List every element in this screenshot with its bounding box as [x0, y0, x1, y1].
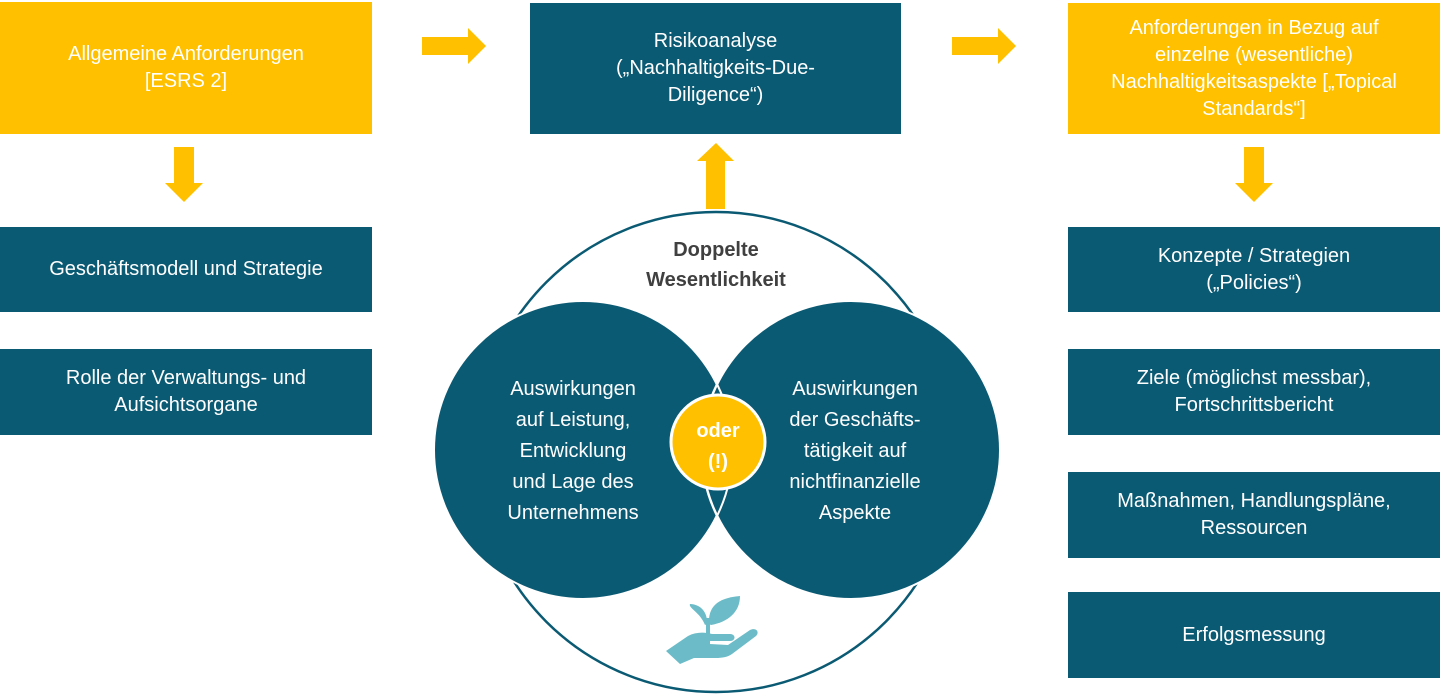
arrow-up-icon [697, 143, 734, 209]
targets-box: Ziele (möglichst messbar), Fortschrittsb… [1068, 349, 1440, 435]
general-requirements-box: Allgemeine Anforderungen [ESRS 2] [0, 2, 372, 134]
arrow-down-icon [165, 147, 203, 202]
arrow-right-icon [952, 28, 1016, 64]
impact-materiality-text: Auswirkungen der Geschäfts- tätigkeit au… [789, 378, 921, 524]
plant-in-hand-icon [666, 596, 758, 664]
business-model-box: Geschäftsmodell und Strategie [0, 227, 372, 312]
oder-badge-text: oder (!) [696, 420, 740, 473]
actions-box: Maßnahmen, Handlungspläne, Ressourcen [1068, 472, 1440, 558]
oder-badge [669, 393, 767, 491]
topical-standards-box: Anforderungen in Bezug auf einzelne (wes… [1068, 3, 1440, 134]
risk-analysis-box: Risikoanalyse („Nachhaltigkeits-Due- Dil… [530, 3, 901, 134]
success-measurement-box: Erfolgsmessung [1068, 592, 1440, 678]
financial-materiality-text: Auswirkungen auf Leistung, Entwicklung u… [507, 378, 639, 524]
arrow-right-icon [422, 28, 486, 64]
double-materiality-title: Doppelte Wesentlichkeit [646, 239, 786, 291]
policies-box: Konzepte / Strategien („Policies“) [1068, 227, 1440, 312]
arrow-down-icon [1235, 147, 1273, 202]
governance-bodies-box: Rolle der Verwaltungs- und Aufsichtsorga… [0, 349, 372, 435]
